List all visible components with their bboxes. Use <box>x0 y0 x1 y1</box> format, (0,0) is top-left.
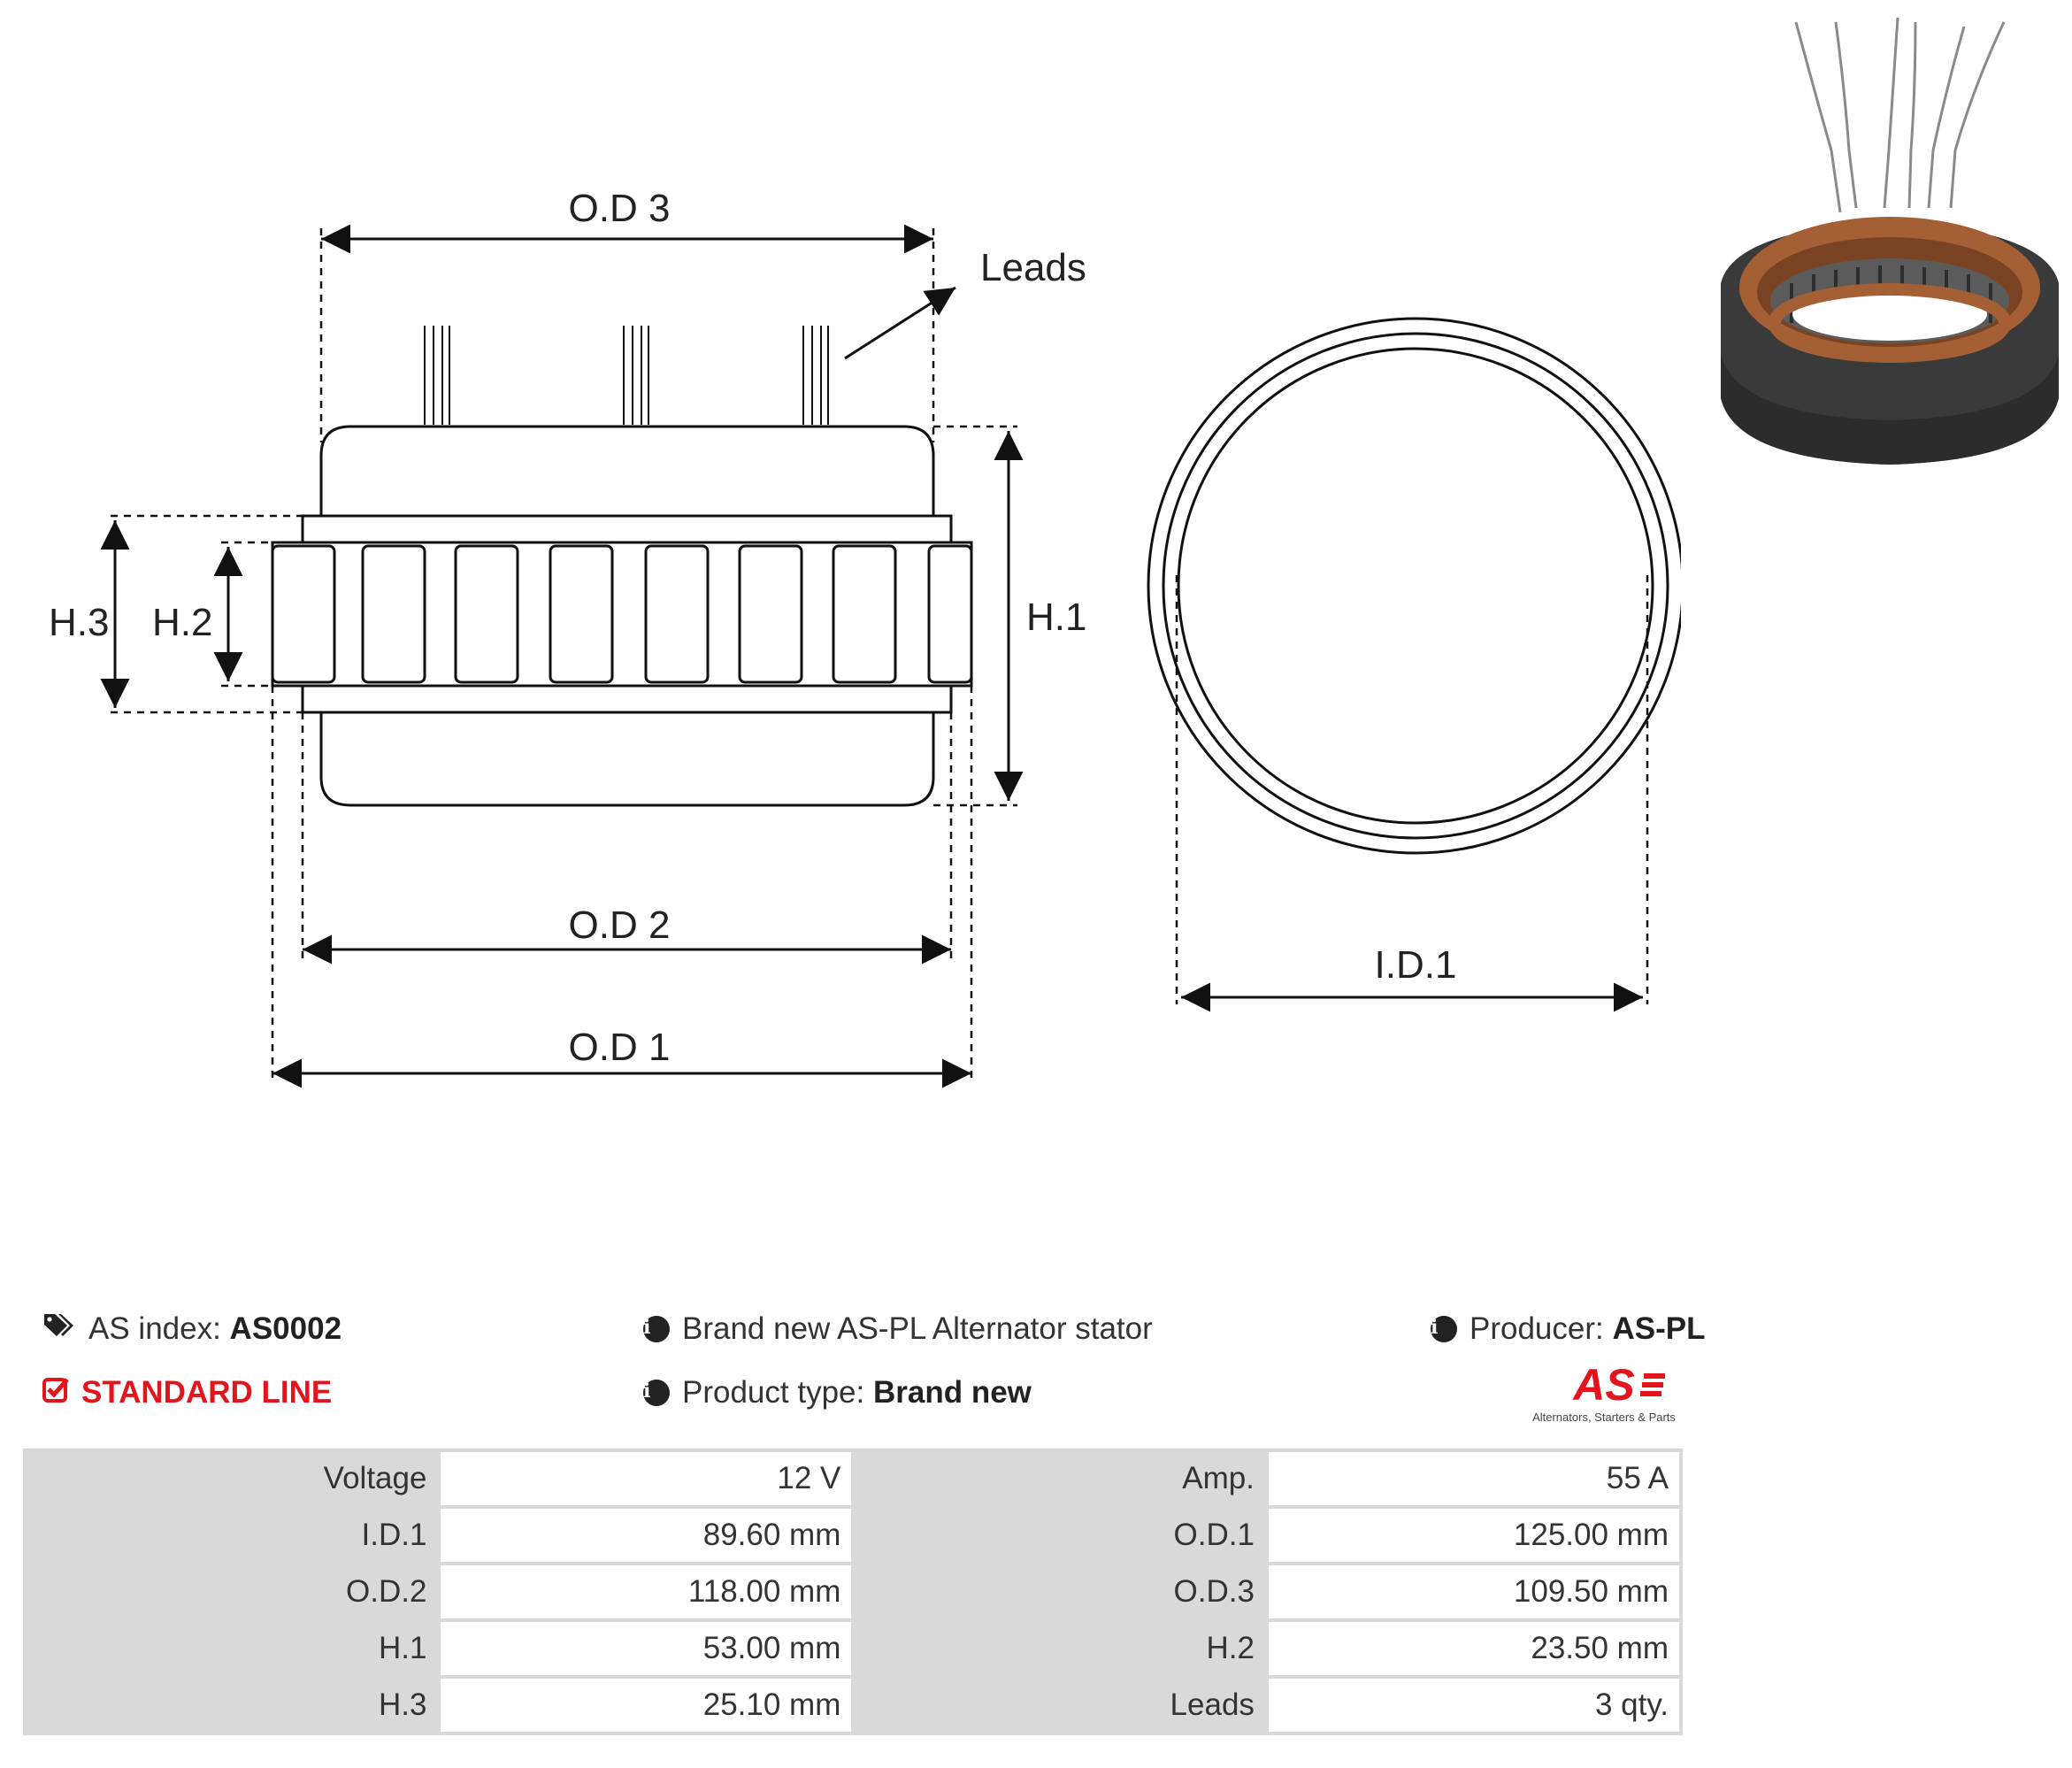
spec-label: H.1 <box>27 1622 438 1675</box>
table-row: H.1 53.00 mm H.2 23.50 mm <box>27 1622 1679 1675</box>
spec-value: 109.50 mm <box>1268 1565 1679 1618</box>
core-plate-top <box>301 514 953 544</box>
as-pl-logo: AS Alternators, Starters & Parts <box>1532 1363 1676 1424</box>
stator-ring-front-view <box>1147 317 1681 855</box>
stator-core <box>271 541 973 688</box>
spec-label: Voltage <box>27 1452 438 1505</box>
spec-label: Amp. <box>855 1452 1265 1505</box>
spec-label: H.3 <box>27 1679 438 1732</box>
core-plate-bottom <box>301 684 953 714</box>
tags-icon <box>42 1311 76 1347</box>
winding-top <box>319 425 935 516</box>
checkbox-checked-icon <box>42 1375 69 1411</box>
product-type: i Product type: Brand new <box>643 1375 1032 1411</box>
label-od3: O.D 3 <box>569 187 671 230</box>
spec-value: 12 V <box>441 1452 852 1505</box>
stator-technical-drawing: O.D 3 Leads H.1 H.3 H.2 O.D 2 O.D 1 I.D.… <box>49 187 1681 1088</box>
spec-value: 23.50 mm <box>1268 1622 1679 1675</box>
spec-label: O.D.1 <box>855 1509 1265 1562</box>
producer: i Producer: AS-PL <box>1431 1311 1705 1347</box>
description-text: Brand new AS-PL Alternator stator <box>682 1311 1153 1346</box>
specification-table: Voltage 12 V Amp. 55 A I.D.1 89.60 mm O.… <box>23 1449 1683 1735</box>
svg-text:AS: AS <box>1571 1363 1634 1410</box>
spec-value: 55 A <box>1268 1452 1679 1505</box>
spec-label: Leads <box>855 1679 1265 1732</box>
spec-label: O.D.3 <box>855 1565 1265 1618</box>
table-row: H.3 25.10 mm Leads 3 qty. <box>27 1679 1679 1732</box>
label-h3: H.3 <box>49 601 109 644</box>
spec-label: I.D.1 <box>27 1509 438 1562</box>
label-h1: H.1 <box>1026 596 1086 639</box>
label-leads: Leads <box>980 246 1086 289</box>
winding-bottom <box>319 712 935 807</box>
lead-wires <box>424 326 829 425</box>
spec-label: H.2 <box>855 1622 1265 1675</box>
spec-value: 118.00 mm <box>441 1565 852 1618</box>
info-icon: i <box>643 1316 670 1342</box>
spec-value: 3 qty. <box>1268 1679 1679 1732</box>
standard-line-badge: STANDARD LINE <box>42 1375 332 1411</box>
as-index-label: AS index: <box>88 1311 221 1346</box>
label-od1: O.D 1 <box>569 1026 671 1069</box>
core-slots <box>271 544 973 684</box>
producer-value: AS-PL <box>1612 1311 1706 1346</box>
svg-text:Alternators, Starters & Parts: Alternators, Starters & Parts <box>1532 1411 1676 1424</box>
standard-line-text: STANDARD LINE <box>81 1375 333 1410</box>
extension-lines <box>111 228 1649 1080</box>
table-row: Voltage 12 V Amp. 55 A <box>27 1452 1679 1505</box>
info-icon: i <box>643 1380 670 1406</box>
table-row: I.D.1 89.60 mm O.D.1 125.00 mm <box>27 1509 1679 1562</box>
spec-value: 53.00 mm <box>441 1622 852 1675</box>
stator-product-photo <box>1721 18 2059 465</box>
as-index: AS index: AS0002 <box>42 1311 341 1347</box>
spec-label: O.D.2 <box>27 1565 438 1618</box>
label-od2: O.D 2 <box>569 903 671 947</box>
label-h2: H.2 <box>152 601 212 644</box>
label-id1: I.D.1 <box>1375 943 1457 987</box>
spec-value: 89.60 mm <box>441 1509 852 1562</box>
info-icon: i <box>1431 1316 1457 1342</box>
spec-value: 125.00 mm <box>1268 1509 1679 1562</box>
description: i Brand new AS-PL Alternator stator <box>643 1311 1153 1347</box>
producer-label: Producer: <box>1470 1311 1604 1346</box>
table-row: O.D.2 118.00 mm O.D.3 109.50 mm <box>27 1565 1679 1618</box>
product-type-value: Brand new <box>872 1375 1032 1410</box>
dimension-arrows <box>100 224 1643 1088</box>
spec-value: 25.10 mm <box>441 1679 852 1732</box>
as-index-value: AS0002 <box>229 1311 342 1346</box>
product-type-label: Product type: <box>682 1375 865 1410</box>
